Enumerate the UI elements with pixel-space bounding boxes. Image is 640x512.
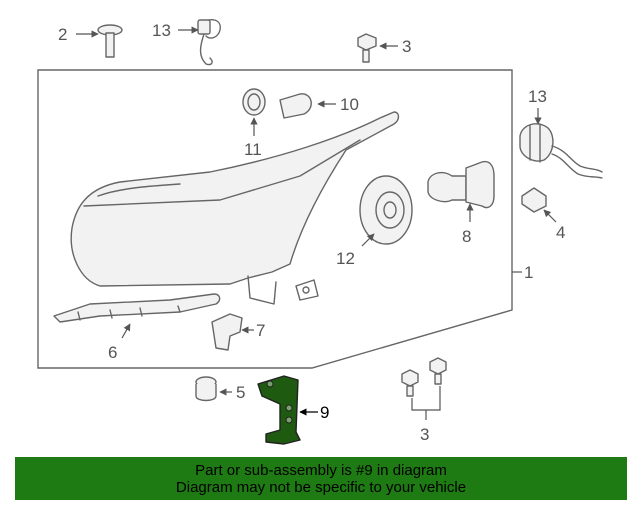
part-3-bolt-top bbox=[357, 33, 377, 63]
part-2-bolt bbox=[97, 24, 123, 58]
callout-13-top: 13 bbox=[152, 21, 171, 40]
part-8-bulb bbox=[427, 160, 495, 209]
part-9-bracket-highlighted bbox=[257, 375, 301, 445]
part-1-headlamp-housing bbox=[70, 111, 400, 305]
part-7-clip bbox=[211, 313, 243, 351]
part-3-bolts-bottom bbox=[401, 357, 447, 397]
part-13-socket-top bbox=[197, 19, 221, 66]
info-banner: Part or sub-assembly is #9 in diagram Di… bbox=[15, 457, 627, 500]
callout-12: 12 bbox=[336, 249, 355, 268]
banner-line-1: Part or sub-assembly is #9 in diagram bbox=[195, 461, 447, 479]
part-13-socket-right bbox=[519, 123, 603, 179]
callout-4: 4 bbox=[556, 223, 565, 242]
part-5-grommet bbox=[195, 376, 217, 402]
callout-5: 5 bbox=[236, 383, 245, 402]
part-6-trim-strip bbox=[53, 293, 221, 323]
callout-3-bottom: 3 bbox=[420, 425, 429, 444]
callout-8: 8 bbox=[462, 227, 471, 246]
callout-9: 9 bbox=[320, 403, 329, 422]
part-12-cap bbox=[359, 175, 413, 245]
callout-13-right: 13 bbox=[528, 87, 547, 106]
assembly-outline bbox=[37, 69, 513, 369]
callout-11: 11 bbox=[244, 140, 262, 159]
part-10-bulb bbox=[279, 93, 312, 119]
callout-10: 10 bbox=[340, 95, 359, 114]
part-11-socket bbox=[242, 88, 266, 116]
parts-diagram: 2 13 3 13 11 10 1 bbox=[37, 19, 603, 445]
callout-1: 1 bbox=[524, 263, 533, 282]
callout-3-top: 3 bbox=[402, 37, 411, 56]
callout-7: 7 bbox=[256, 321, 265, 340]
callout-6: 6 bbox=[108, 343, 117, 362]
callout-2: 2 bbox=[58, 25, 67, 44]
banner-line-2: Diagram may not be specific to your vehi… bbox=[175, 478, 467, 496]
part-4-clip-nut bbox=[521, 187, 547, 213]
